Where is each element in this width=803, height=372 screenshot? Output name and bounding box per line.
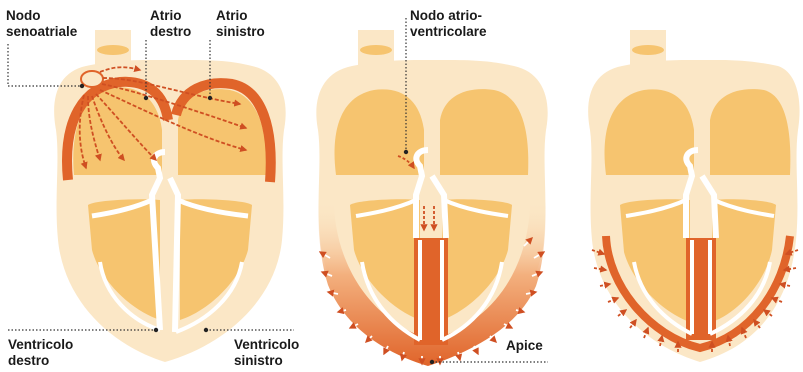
label-av-node: Nodo atrio- ventricolare (410, 8, 487, 40)
aorta-opening (360, 45, 392, 55)
label-av-node-line1: Nodo atrio- (410, 8, 487, 24)
label-left-atrium-line1: Atrio (216, 8, 265, 24)
panel-ventricular-depolarization (316, 30, 547, 366)
leader-dot-rv (154, 328, 158, 332)
left-atrium (710, 89, 790, 175)
panel-ventricular-repolarization (588, 30, 799, 362)
label-right-atrium: Atrio destro (150, 8, 191, 40)
leader-dot-sa (80, 84, 84, 88)
label-right-atrium-line2: destro (150, 24, 191, 40)
panel-atrial-depolarization (54, 30, 286, 362)
label-sa-node-line2: senoatriale (6, 24, 77, 40)
label-apex: Apice (506, 338, 543, 354)
leader-dot-ra (144, 96, 148, 100)
label-apex-line1: Apice (506, 338, 543, 354)
aorta-opening (632, 45, 664, 55)
label-right-ventricle-line1: Ventricolo (8, 337, 73, 353)
leader-dot-apex (430, 360, 434, 364)
label-left-ventricle-line1: Ventricolo (234, 337, 299, 353)
label-left-atrium-line2: sinistro (216, 24, 265, 40)
label-sa-node: Nodo senoatriale (6, 8, 77, 40)
leader-dot-la (208, 96, 212, 100)
label-left-atrium: Atrio sinistro (216, 8, 265, 40)
leader-dot-av (404, 150, 408, 154)
label-right-ventricle: Ventricolo destro (8, 337, 73, 369)
label-left-ventricle: Ventricolo sinistro (234, 337, 299, 369)
label-sa-node-line1: Nodo (6, 8, 77, 24)
aorta-opening (97, 45, 129, 55)
label-av-node-line2: ventricolare (410, 24, 487, 40)
sa-node (81, 71, 103, 87)
label-right-atrium-line1: Atrio (150, 8, 191, 24)
leader-dot-lv (204, 328, 208, 332)
